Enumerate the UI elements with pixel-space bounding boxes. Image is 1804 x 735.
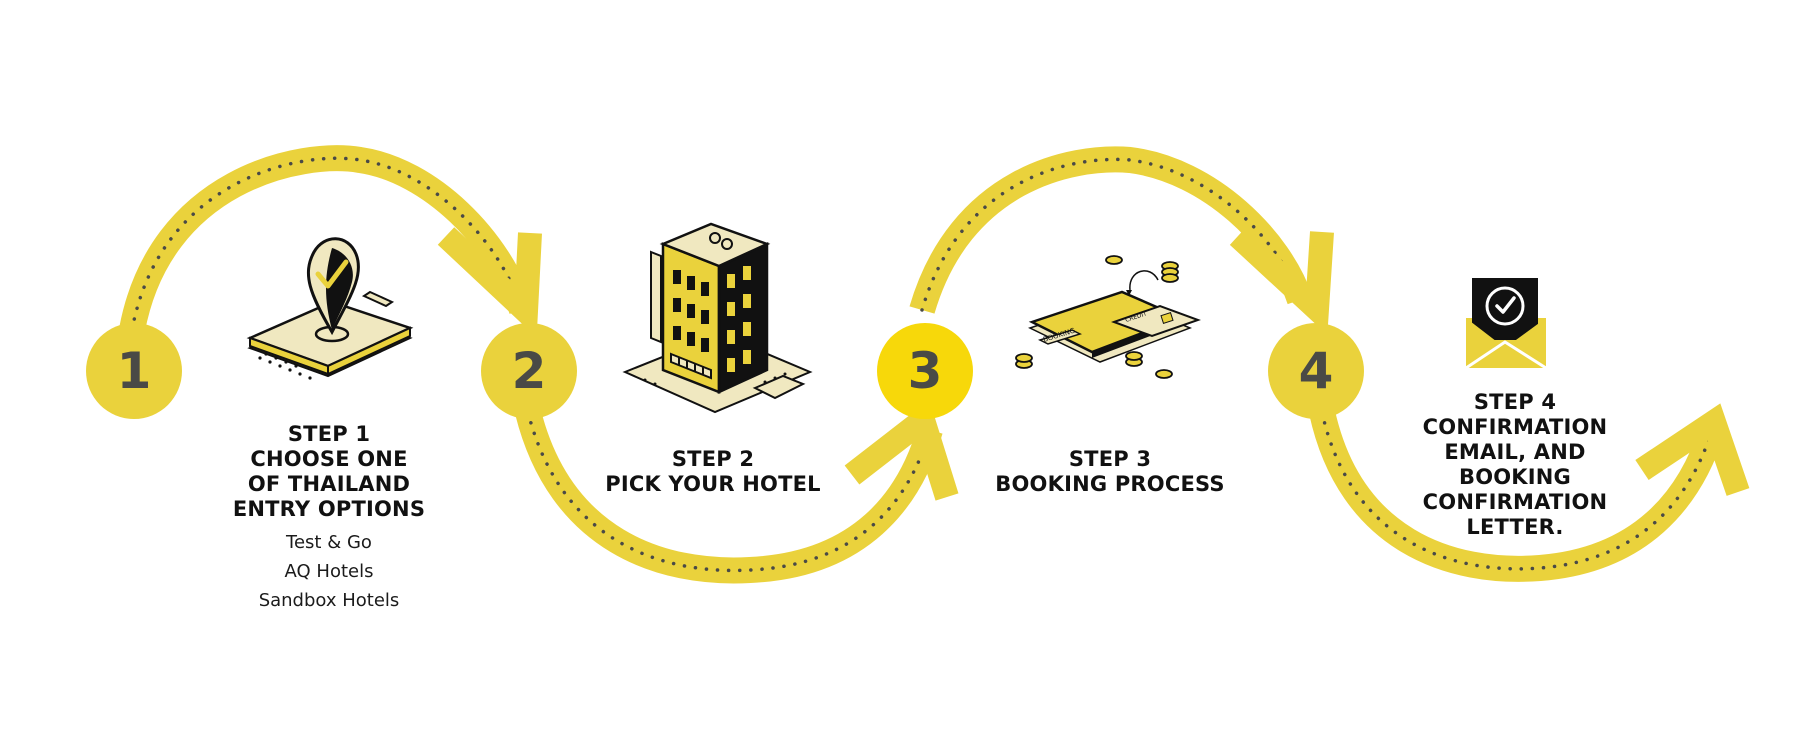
hotel-building-icon [622,222,813,414]
arrowhead-2 [844,399,959,501]
step-3-text: STEP 3 BOOKING PROCESS [985,447,1235,497]
map-pin-check-icon [246,237,414,380]
arrowhead-3 [1229,227,1334,335]
phone-booking-card-icon: BOOKING CREDIT [1015,255,1201,379]
step-1-number-badge: 1 [86,323,182,419]
step-1-options: Test & Go AQ Hotels Sandbox Hotels [229,528,429,615]
arrowhead-4 [1635,403,1750,496]
step-1-title: STEP 1 CHOOSE ONE OF THAILAND ENTRY OPTI… [232,422,426,521]
envelope-check-icon [1465,278,1547,370]
step-2-title: STEP 2 PICK YOUR HOTEL [605,447,821,496]
step-2-number-badge: 2 [481,323,577,419]
option-sandbox-hotels: Sandbox Hotels [258,590,400,611]
step-3-number-badge: 3 [877,323,973,419]
step-3-title: STEP 3 BOOKING PROCESS [995,447,1225,496]
option-test-and-go: Test & Go [286,532,372,553]
step-2-text: STEP 2 PICK YOUR HOTEL [598,447,828,497]
arrowhead-1 [437,227,542,338]
option-aq-hotels: AQ Hotels [284,561,374,582]
step-4-number-badge: 4 [1268,323,1364,419]
step-4-title: STEP 4 CONFIRMATION EMAIL, AND BOOKING C… [1422,390,1608,539]
step-4-text: STEP 4 CONFIRMATION EMAIL, AND BOOKING C… [1410,390,1620,540]
step-1-text: STEP 1 CHOOSE ONE OF THAILAND ENTRY OPTI… [229,422,429,615]
